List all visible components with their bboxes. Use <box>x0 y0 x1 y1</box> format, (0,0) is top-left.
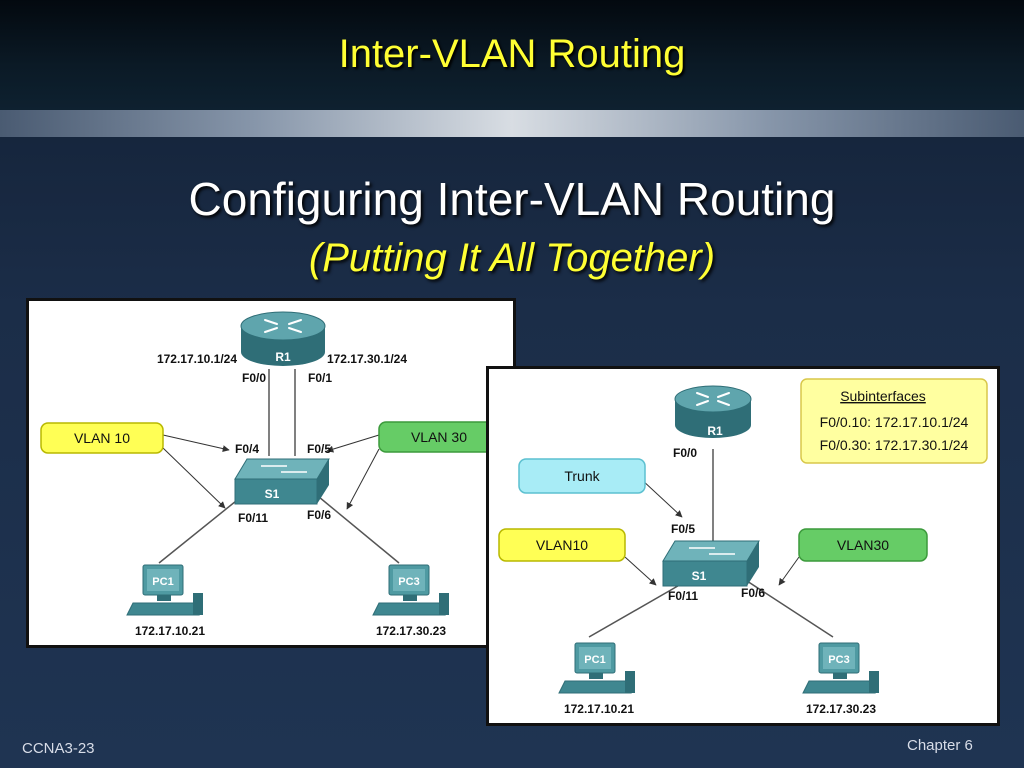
header-band: Inter-VLAN Routing <box>0 0 1024 110</box>
arrow-vlan30-f06 <box>778 556 800 586</box>
router-icon <box>674 385 752 438</box>
vlan10-label: VLAN10 <box>536 537 588 553</box>
pc1-label: PC1 <box>152 576 173 588</box>
switch-port-f06: F0/6 <box>741 586 765 600</box>
pc3-ip: 172.17.30.23 <box>376 624 446 638</box>
pc-icon <box>126 564 203 616</box>
router-port-right: F0/1 <box>308 371 332 385</box>
subinterfaces-title: Subinterfaces <box>840 388 926 404</box>
switch-port-f05: F0/5 <box>307 442 331 456</box>
pc3-ip: 172.17.30.23 <box>806 702 876 716</box>
link-s1-pc3 <box>746 580 834 638</box>
switch-label: S1 <box>692 569 707 583</box>
arrow-vlan30-f06 <box>346 448 380 510</box>
link-s1-pc3 <box>318 496 400 564</box>
switch-port-f06: F0/6 <box>307 508 331 522</box>
diagram-physical-interfaces: R1 172.17.10.1/24 172.17.30.1/24 F0/0 F0… <box>26 298 516 648</box>
pc3-label: PC3 <box>828 654 849 666</box>
header-title: Inter-VLAN Routing <box>338 32 686 76</box>
vlan30-label: VLAN 30 <box>411 429 467 445</box>
switch-label: S1 <box>265 487 280 501</box>
subinterfaces-box <box>800 378 988 464</box>
diagram-subinterfaces: R1 F0/0 Subinterfaces F0/0.10: 172.17.10… <box>486 366 1000 726</box>
pc1-ip: 172.17.10.21 <box>564 702 634 716</box>
vlan10-label-box <box>40 422 164 454</box>
vlan10-label: VLAN 10 <box>74 430 130 446</box>
pc1-ip: 172.17.10.21 <box>135 624 205 638</box>
arrow-trunk-f05 <box>640 478 683 518</box>
link-s1-pc1 <box>158 496 242 564</box>
subinterface-f0-0-30: F0/0.30: 172.17.30.1/24 <box>820 437 969 453</box>
link-s1-pc1 <box>588 582 684 638</box>
router-icon <box>240 311 326 366</box>
arrow-vlan10-f04 <box>162 434 230 453</box>
pc-icon <box>802 642 879 694</box>
switch-port-f011: F0/11 <box>668 589 698 603</box>
footer-course-code: CCNA3-23 <box>22 740 95 757</box>
diagram-left-svg: R1 172.17.10.1/24 172.17.30.1/24 F0/0 F0… <box>40 311 508 638</box>
arrow-vlan30-f05 <box>326 434 380 453</box>
arrow-vlan10-f011 <box>624 556 657 586</box>
router-label: R1 <box>707 424 723 438</box>
switch-icon <box>662 540 760 587</box>
router-ip-left: 172.17.10.1/24 <box>157 352 237 366</box>
trunk-label-box <box>518 458 646 494</box>
trunk-label: Trunk <box>564 468 600 484</box>
slide-subtitle: (Putting It All Together) <box>308 236 716 280</box>
switch-port-f04: F0/4 <box>235 442 259 456</box>
router-label: R1 <box>275 350 291 364</box>
router-port-left: F0/0 <box>242 371 266 385</box>
pc-icon <box>372 564 449 616</box>
vlan10-label-box <box>498 528 626 562</box>
subinterface-f0-0-10: F0/0.10: 172.17.10.1/24 <box>820 414 969 430</box>
diagram-right-svg: R1 F0/0 Subinterfaces F0/0.10: 172.17.10… <box>498 378 988 716</box>
slide-title: Configuring Inter-VLAN Routing <box>188 173 836 225</box>
switch-port-f05: F0/5 <box>671 522 695 536</box>
pc-icon <box>558 642 635 694</box>
pc3-label: PC3 <box>398 576 419 588</box>
switch-icon <box>234 458 330 505</box>
pc1-label: PC1 <box>584 654 605 666</box>
vlan30-label-box <box>798 528 928 562</box>
header-divider-bar <box>0 110 1024 137</box>
vlan30-label: VLAN30 <box>837 537 889 553</box>
footer-chapter: Chapter 6 <box>907 737 973 754</box>
arrow-vlan10-f011 <box>162 447 226 509</box>
switch-port-f011: F0/11 <box>238 511 268 525</box>
router-port-f00: F0/0 <box>673 446 697 460</box>
router-ip-right: 172.17.30.1/24 <box>327 352 407 366</box>
